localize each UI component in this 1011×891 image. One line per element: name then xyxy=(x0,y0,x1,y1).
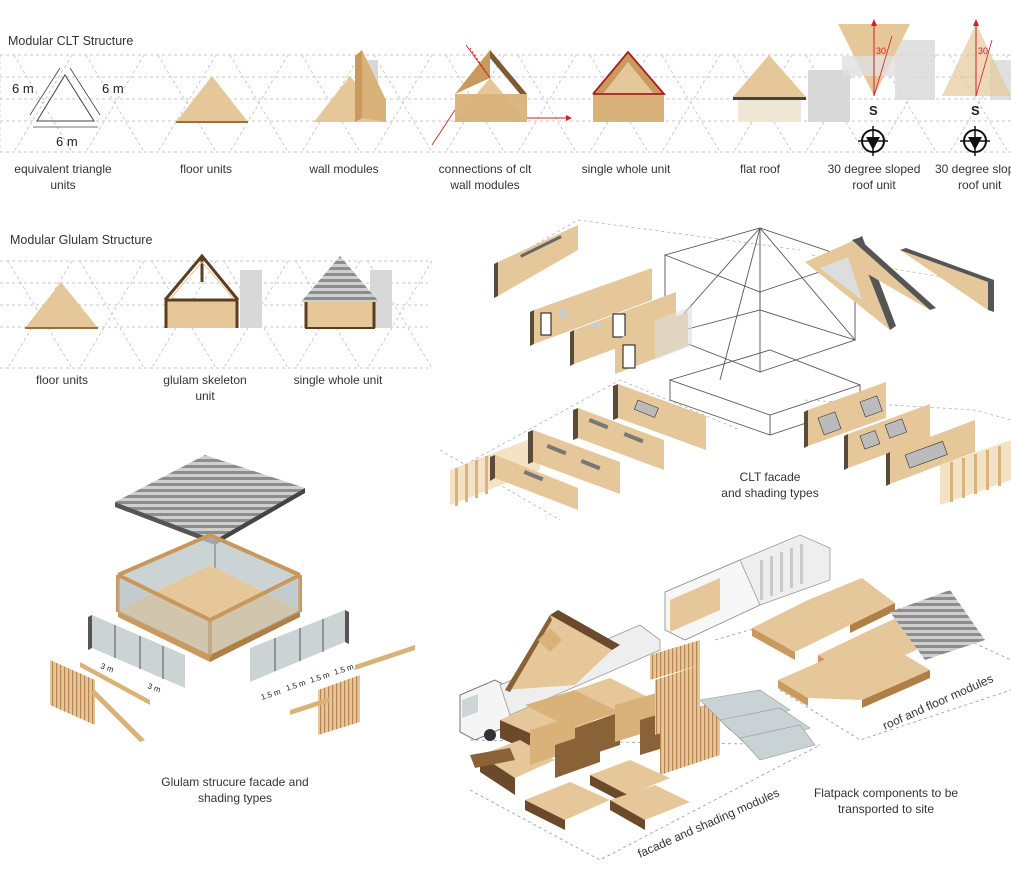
clt-sloped-roof-2 xyxy=(942,19,1011,100)
compass-south-icon xyxy=(858,126,888,156)
glulam-caption-1: floor units xyxy=(36,373,88,387)
glulam-facade-caption-1: Glulam strucure facade and xyxy=(161,775,308,789)
clt-floor-unit xyxy=(176,76,248,123)
clt-wall-module xyxy=(314,50,386,122)
clt-caption-4a: connections of clt xyxy=(439,162,532,176)
flatpack-caption-2: transported to site xyxy=(838,802,934,816)
clt-caption-3: wall modules xyxy=(308,162,378,176)
clt-facade-exploded-view xyxy=(439,219,1011,521)
glulam-section-title: Modular Glulam Structure xyxy=(10,233,152,247)
flatpack-caption-1: Flatpack components to be xyxy=(814,786,958,800)
glulam-caption-3: single whole unit xyxy=(294,373,383,387)
compass-south-icon-2 xyxy=(960,126,990,156)
clt-caption-4b: wall modules xyxy=(449,178,519,192)
glulam-single-whole-unit xyxy=(301,256,392,329)
clt-facade-caption-2: and shading types xyxy=(721,486,818,500)
angle-label-1: 30 xyxy=(876,46,886,56)
clt-caption-6: flat roof xyxy=(740,162,781,176)
clt-flat-roof xyxy=(733,55,850,122)
glulam-dim-6: 1.5 m xyxy=(333,662,355,677)
south-label-2: S xyxy=(971,103,980,118)
dim-right: 6 m xyxy=(102,81,124,96)
glulam-floor-unit xyxy=(25,282,98,329)
glulam-facade-caption-2: shading types xyxy=(198,791,272,805)
clt-single-whole-unit xyxy=(592,50,666,122)
equivalent-triangle-drawing xyxy=(29,67,101,128)
clt-caption-8a: 30 degree slop xyxy=(935,162,1011,176)
clt-caption-1a: equivalent triangle xyxy=(14,162,112,176)
clt-wall-connections xyxy=(431,44,572,146)
flatpack-components-drawing xyxy=(459,534,1011,861)
glulam-dim-3: 1.5 m xyxy=(260,687,282,702)
south-label-1: S xyxy=(869,103,878,118)
clt-caption-7b: roof unit xyxy=(852,178,896,192)
clt-caption-7a: 30 degree sloped xyxy=(828,162,921,176)
clt-sloped-roof-1 xyxy=(838,19,935,100)
clt-section-title: Modular CLT Structure xyxy=(8,34,133,48)
glulam-dim-4: 1.5 m xyxy=(285,678,307,693)
glulam-caption-2b: unit xyxy=(195,389,215,403)
glulam-caption-2a: glulam skeleton xyxy=(163,373,246,387)
angle-label-2: 30 xyxy=(978,46,988,56)
glulam-dim-1: 3 m xyxy=(99,661,115,674)
clt-caption-8b: roof unit xyxy=(958,178,1002,192)
clt-caption-5: single whole unit xyxy=(582,162,671,176)
clt-caption-1b: units xyxy=(50,178,75,192)
dim-bottom: 6 m xyxy=(56,134,78,149)
dim-left: 6 m xyxy=(12,81,34,96)
glulam-pavilion-exploded xyxy=(50,455,415,742)
glulam-skeleton-unit xyxy=(163,253,262,328)
clt-facade-caption-1: CLT facade xyxy=(740,470,801,484)
glulam-dim-2: 3 m xyxy=(146,681,162,694)
clt-caption-2: floor units xyxy=(180,162,232,176)
glulam-dim-5: 1.5 m xyxy=(309,670,331,685)
